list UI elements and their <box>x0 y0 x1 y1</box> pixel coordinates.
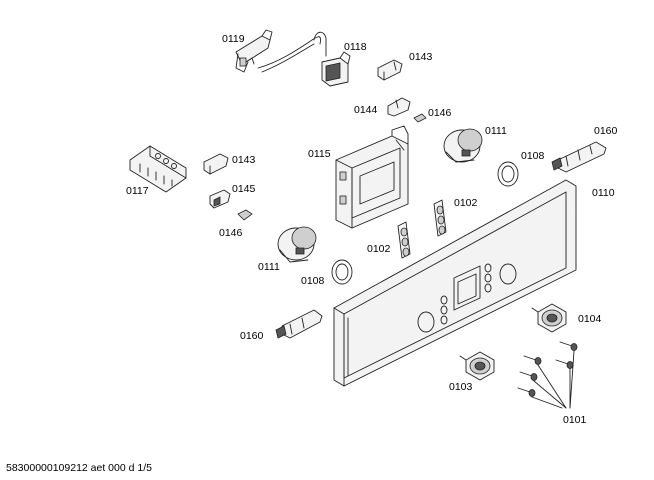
label-0108-upper: 0108 <box>521 150 545 162</box>
part-0108-ring-upper <box>497 161 519 187</box>
label-0117: 0117 <box>126 185 149 197</box>
part-0102-button-strip-lower <box>397 221 411 259</box>
label-0111-lower: 0111 <box>258 261 280 273</box>
part-0101-screws <box>517 341 578 409</box>
part-0143-clip-left <box>203 153 229 175</box>
label-0145: 0145 <box>232 183 256 195</box>
part-0111-knob-housing-upper <box>443 128 483 163</box>
label-0160-lower: 0160 <box>240 330 264 342</box>
label-0102-lower: 0102 <box>367 243 391 255</box>
part-0160-hinge-lower <box>275 309 323 339</box>
label-0108-lower: 0108 <box>301 275 325 287</box>
part-0160-hinge-upper <box>551 141 607 173</box>
label-0115: 0115 <box>308 148 331 160</box>
label-0102-upper: 0102 <box>454 197 478 209</box>
screw <box>559 341 578 351</box>
part-0111-knob-housing-lower <box>277 226 317 263</box>
label-0118: 0118 <box>344 41 367 53</box>
label-0146-top: 0146 <box>428 107 452 119</box>
screw <box>555 359 574 369</box>
label-0160-upper: 0160 <box>594 125 618 137</box>
part-0117-connector-block <box>129 145 187 193</box>
part-0146-plug-top <box>413 113 427 123</box>
part-0108-ring-lower <box>331 259 353 285</box>
part-0145-clip <box>209 189 231 209</box>
document-footer: 58300000109212 aet 000 d 1/5 <box>6 462 152 474</box>
screw <box>517 387 536 397</box>
screw <box>519 371 538 381</box>
label-0143-top: 0143 <box>409 51 433 63</box>
label-0146-left: 0146 <box>219 227 243 239</box>
label-0111-upper: 0111 <box>485 125 507 137</box>
screw <box>523 355 542 365</box>
part-0144-clip <box>387 97 411 117</box>
label-0143-left: 0143 <box>232 154 256 166</box>
part-0118-temperature-limiter <box>257 31 351 87</box>
part-0115-electronic-module <box>335 125 409 229</box>
label-0101: 0101 <box>563 414 587 426</box>
part-0146-plug-left <box>237 209 253 221</box>
part-0102-button-strip-upper <box>433 199 447 237</box>
label-0110: 0110 <box>592 187 615 199</box>
label-0104: 0104 <box>578 313 602 325</box>
part-0143-clip-top <box>377 59 403 81</box>
label-0119: 0119 <box>222 33 245 45</box>
part-0119-sensor-bracket <box>235 29 273 73</box>
part-0110-control-panel <box>333 179 577 387</box>
part-0104-knob <box>531 303 567 333</box>
label-0103: 0103 <box>449 381 473 393</box>
part-0103-knob <box>459 351 495 381</box>
label-0144: 0144 <box>354 104 378 116</box>
